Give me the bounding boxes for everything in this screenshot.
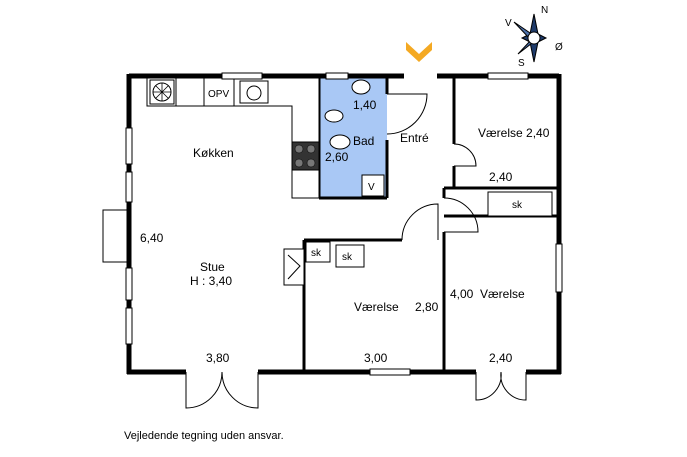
dim-living-bottom: 3,80 <box>206 351 230 365</box>
bidet <box>324 109 344 123</box>
dim-room2-side: 2,80 <box>415 300 439 314</box>
dim-living-side: 6,40 <box>140 231 164 245</box>
closet-3 <box>487 191 553 217</box>
dim-bath-top: 1,40 <box>353 98 377 112</box>
kitchen-counter <box>146 77 320 199</box>
sink-basin <box>246 85 262 101</box>
room-2: Værelse <box>354 300 399 314</box>
kitchen-fan <box>149 79 175 105</box>
room-entrance: Entré <box>400 131 429 145</box>
closet-1-label: sk <box>311 248 322 259</box>
room-kitchen: Køkken <box>193 146 234 160</box>
closet-2 <box>335 244 365 268</box>
stove-burners <box>294 144 316 168</box>
dim-room3-bottom: 2,40 <box>489 351 513 365</box>
room-living: Stue <box>200 260 225 274</box>
room-1: Værelse 2,40 <box>478 126 550 140</box>
dim-room1-bottom: 2,40 <box>489 170 513 184</box>
dim-room3-side: 4,00 <box>450 287 474 301</box>
compass-east: Ø <box>555 42 563 53</box>
compass-west: V <box>505 18 512 29</box>
dim-bath-side: 2,60 <box>325 150 349 164</box>
compass-north: N <box>541 5 548 16</box>
sink <box>239 80 269 104</box>
washer-box <box>361 174 385 197</box>
compass-icon <box>513 13 548 63</box>
fireplace <box>283 248 305 286</box>
closet-3-label: sk <box>512 200 523 211</box>
closet-1 <box>305 241 331 263</box>
opv-label: OPV <box>208 89 229 100</box>
doors <box>102 93 527 409</box>
windows <box>125 72 563 376</box>
room-bath: Bad <box>353 134 374 148</box>
entry-arrow-icon <box>406 42 432 62</box>
disclaimer-text: Vejledende tegning uden ansvar. <box>124 430 284 442</box>
washer-label: V <box>368 182 375 193</box>
room-living-height: H : 3,40 <box>190 274 232 288</box>
bath-sink <box>351 79 371 95</box>
dim-room2-bottom: 3,00 <box>364 351 388 365</box>
room-3: Værelse <box>480 287 525 301</box>
closet-2-label: sk <box>342 252 353 263</box>
toilet <box>329 134 351 150</box>
compass-south: S <box>518 58 525 69</box>
